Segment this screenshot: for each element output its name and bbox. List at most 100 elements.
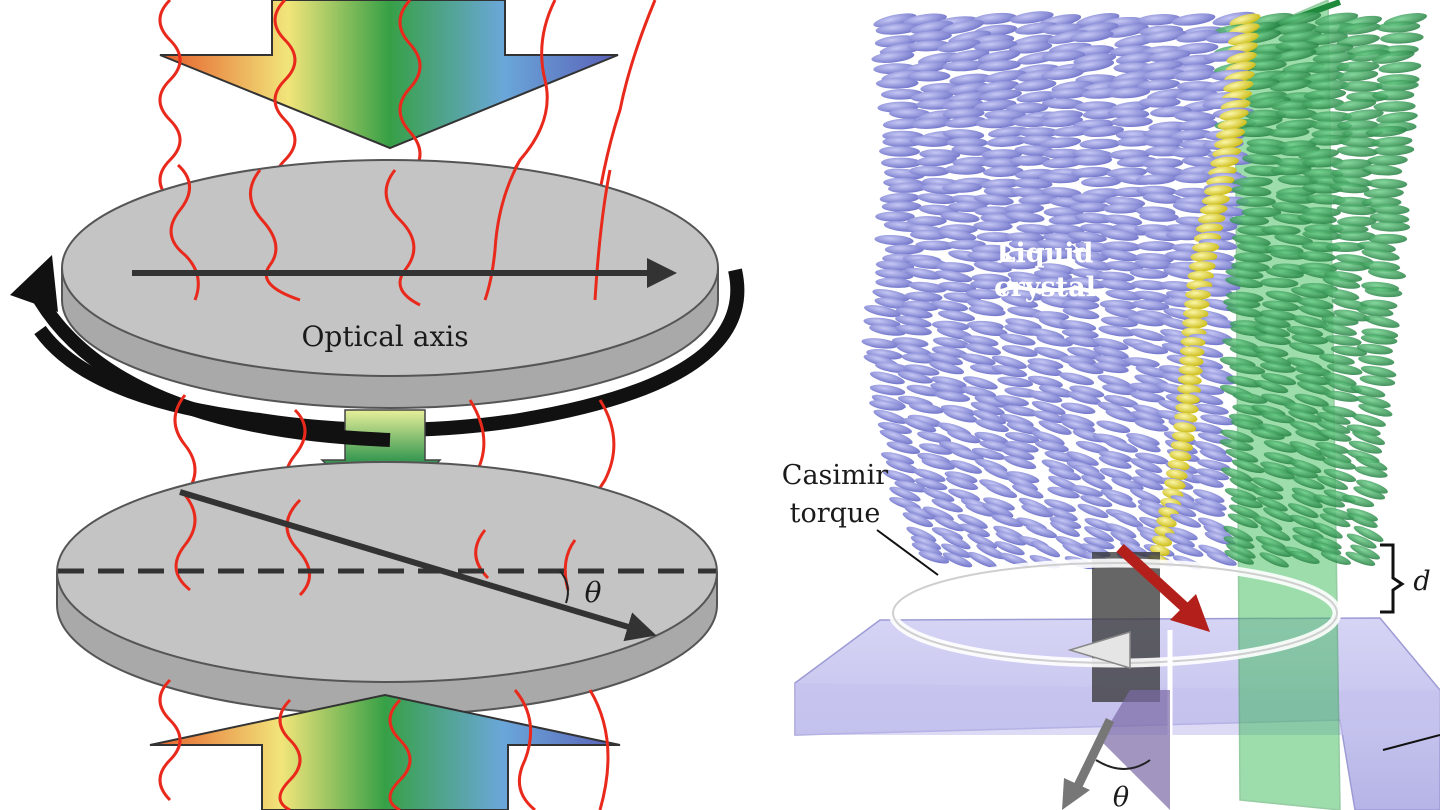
lc-molecule bbox=[1027, 375, 1063, 388]
lc-molecule bbox=[1270, 100, 1313, 112]
lc-molecule bbox=[1097, 374, 1133, 389]
lc-molecule bbox=[904, 291, 943, 302]
lc-molecule bbox=[943, 409, 978, 423]
lc-molecule bbox=[1373, 144, 1415, 156]
lc-molecule bbox=[906, 526, 937, 543]
lc-molecule bbox=[1059, 372, 1095, 386]
lc-molecule bbox=[1242, 154, 1283, 165]
liquid-crystal-label-line1: Liquid bbox=[997, 238, 1094, 269]
lc-molecule bbox=[942, 60, 986, 72]
lc-molecule bbox=[941, 533, 971, 550]
lc-molecule bbox=[1332, 196, 1373, 208]
lc-molecule bbox=[888, 182, 929, 193]
lc-highlight-molecule bbox=[1176, 393, 1200, 405]
lc-highlight-molecule bbox=[1173, 422, 1197, 433]
lc-molecule bbox=[1005, 318, 1042, 331]
lc-molecule bbox=[935, 262, 975, 273]
lc-molecule bbox=[1084, 517, 1116, 532]
lc-molecule bbox=[1040, 137, 1082, 149]
lc-molecule bbox=[1226, 375, 1262, 388]
lc-molecule bbox=[1252, 515, 1283, 531]
lc-molecule bbox=[1199, 449, 1233, 463]
lc-molecule bbox=[1021, 504, 1053, 518]
lc-molecule bbox=[1278, 12, 1322, 26]
lc-molecule bbox=[1071, 193, 1112, 204]
lc-highlight-molecule bbox=[1171, 431, 1195, 443]
lc-molecule bbox=[1004, 441, 1039, 453]
lc-molecule bbox=[895, 307, 933, 319]
lc-highlight-molecule bbox=[1197, 213, 1226, 224]
lc-molecule bbox=[1136, 185, 1177, 197]
lc-molecule bbox=[1126, 432, 1160, 446]
lc-highlight-molecule bbox=[1182, 318, 1208, 329]
optical-axis-label: Optical axis bbox=[301, 320, 468, 353]
lc-molecule bbox=[942, 182, 983, 193]
lc-molecule bbox=[1315, 442, 1350, 454]
lc-molecule bbox=[1361, 248, 1400, 261]
lc-molecule bbox=[1047, 486, 1080, 499]
lc-molecule bbox=[1229, 363, 1266, 375]
lc-molecule bbox=[950, 448, 984, 461]
lc-molecule bbox=[970, 401, 1005, 416]
lc-highlight-molecule bbox=[1177, 374, 1202, 386]
lc-molecule bbox=[975, 419, 1009, 433]
liquid-crystal-label-line2: crystal bbox=[994, 272, 1096, 303]
lc-molecule bbox=[1254, 333, 1291, 345]
lc-molecule bbox=[1135, 469, 1167, 484]
lc-molecule bbox=[1192, 489, 1225, 503]
left-theta-label: θ bbox=[585, 576, 602, 609]
lc-molecule bbox=[1261, 225, 1301, 236]
lc-molecule bbox=[1322, 288, 1360, 301]
lc-molecule bbox=[1358, 403, 1393, 417]
lc-molecule bbox=[917, 193, 958, 204]
lc-molecule bbox=[1061, 299, 1100, 310]
lc-molecule bbox=[1200, 372, 1236, 385]
lc-molecule bbox=[874, 234, 914, 246]
lc-molecule bbox=[1261, 373, 1297, 386]
lc-molecule bbox=[1104, 260, 1144, 272]
lc-molecule bbox=[1291, 493, 1323, 509]
lc-molecule bbox=[1129, 488, 1161, 504]
lc-molecule bbox=[1314, 12, 1359, 26]
lc-molecule bbox=[1376, 21, 1421, 33]
lc-molecule bbox=[1134, 419, 1169, 432]
lc-molecule bbox=[1102, 214, 1143, 226]
lc-molecule bbox=[1105, 289, 1143, 301]
lc-molecule bbox=[1220, 429, 1254, 443]
lc-highlight-molecule bbox=[1190, 251, 1218, 262]
lc-molecule bbox=[909, 136, 951, 147]
lc-molecule bbox=[1337, 22, 1381, 35]
lc-molecule bbox=[970, 324, 1008, 337]
lc-highlight-molecule bbox=[1215, 128, 1246, 140]
lc-molecule bbox=[951, 145, 993, 156]
lc-molecule bbox=[1031, 400, 1066, 415]
lc-molecule bbox=[1166, 526, 1198, 541]
lc-molecule bbox=[1378, 61, 1422, 74]
lc-molecule bbox=[979, 89, 1022, 102]
lc-molecule bbox=[1274, 233, 1314, 246]
lc-highlight-molecule bbox=[1183, 308, 1209, 319]
lc-molecule bbox=[1071, 166, 1112, 178]
angle-arc bbox=[559, 570, 569, 604]
lc-molecule bbox=[1010, 276, 1049, 289]
lc-molecule bbox=[1346, 533, 1377, 549]
lc-highlight-molecule bbox=[1187, 270, 1214, 281]
lc-molecule bbox=[1193, 441, 1227, 456]
lc-molecule bbox=[1115, 52, 1159, 65]
lc-molecule bbox=[997, 376, 1034, 388]
lc-molecule bbox=[971, 447, 1006, 460]
lc-molecule bbox=[1317, 429, 1352, 442]
lc-molecule bbox=[1200, 414, 1235, 426]
lc-molecule bbox=[1071, 59, 1115, 72]
lc-molecule bbox=[1335, 69, 1379, 82]
lc-molecule bbox=[1354, 466, 1388, 478]
lc-molecule bbox=[1130, 280, 1170, 291]
right-theta-label: θ bbox=[1113, 782, 1129, 810]
lc-molecule bbox=[1066, 451, 1099, 466]
lc-molecule bbox=[1364, 286, 1403, 298]
lc-molecule bbox=[1296, 381, 1332, 395]
lc-molecule bbox=[1369, 212, 1410, 224]
lc-molecule bbox=[1262, 467, 1296, 480]
lc-molecule bbox=[1048, 467, 1082, 481]
lc-molecule bbox=[1359, 375, 1396, 386]
